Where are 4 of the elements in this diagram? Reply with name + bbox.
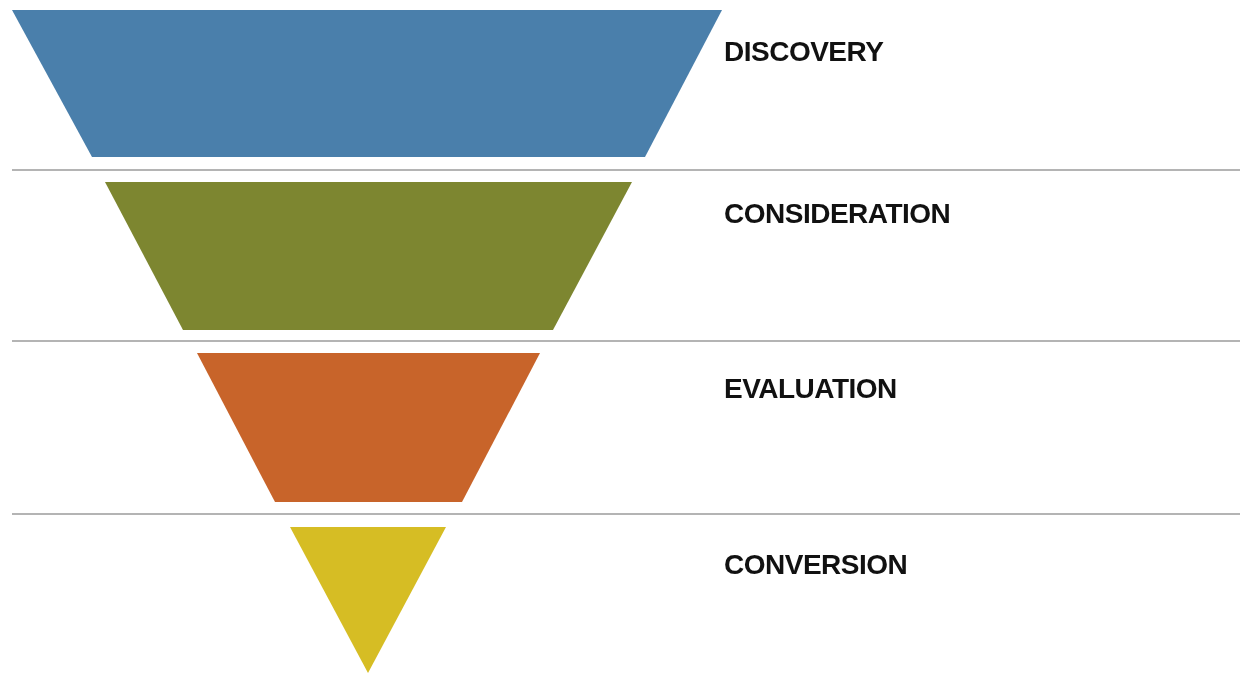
stage-label: CONSIDERATION xyxy=(724,198,951,230)
stage-label: DISCOVERY xyxy=(724,36,884,68)
stage-label: CONVERSION xyxy=(724,549,908,581)
stage-label: EVALUATION xyxy=(724,373,897,405)
